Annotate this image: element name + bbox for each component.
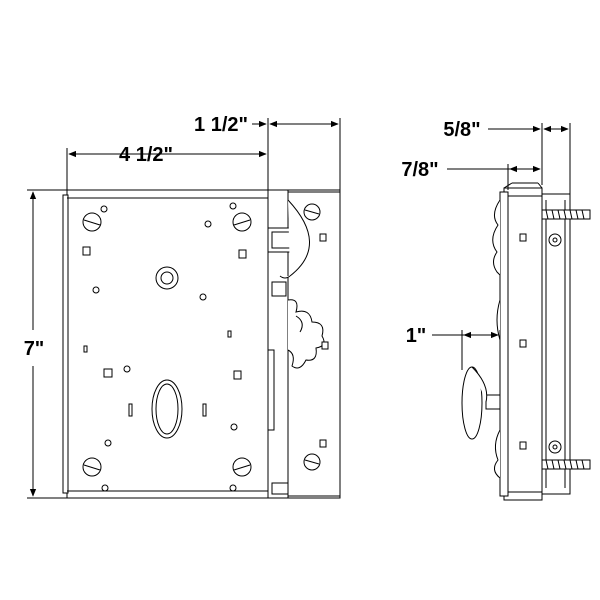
side-body-label: 7/8" [401, 159, 438, 181]
side-body [499, 182, 571, 501]
side-view: 5/8" 7/8" 1" [401, 119, 591, 501]
small-hole [92, 202, 238, 492]
lock-case [62, 189, 269, 499]
side-extension-lines [461, 123, 571, 395]
extension-lines [27, 118, 341, 499]
side-total-label: 5/8" [443, 119, 480, 141]
faceplate [267, 189, 341, 499]
slot [128, 403, 207, 417]
knob-projection-label: 1" [406, 325, 427, 347]
case-screw [82, 212, 252, 477]
keyhole-oval [151, 379, 183, 439]
square-hole [82, 246, 247, 380]
width-label: 4 1/2" [119, 144, 173, 166]
threaded-screw [541, 209, 591, 470]
side-mark [519, 233, 527, 450]
ornamental-edge [492, 199, 501, 479]
knob [461, 366, 501, 440]
spindle-hub [155, 266, 179, 290]
faceplate-width-label: 1 1/2" [194, 114, 248, 136]
height-label: 7" [24, 338, 45, 360]
front-view: 4 1/2" 1 1/2" 7" [22, 114, 341, 499]
